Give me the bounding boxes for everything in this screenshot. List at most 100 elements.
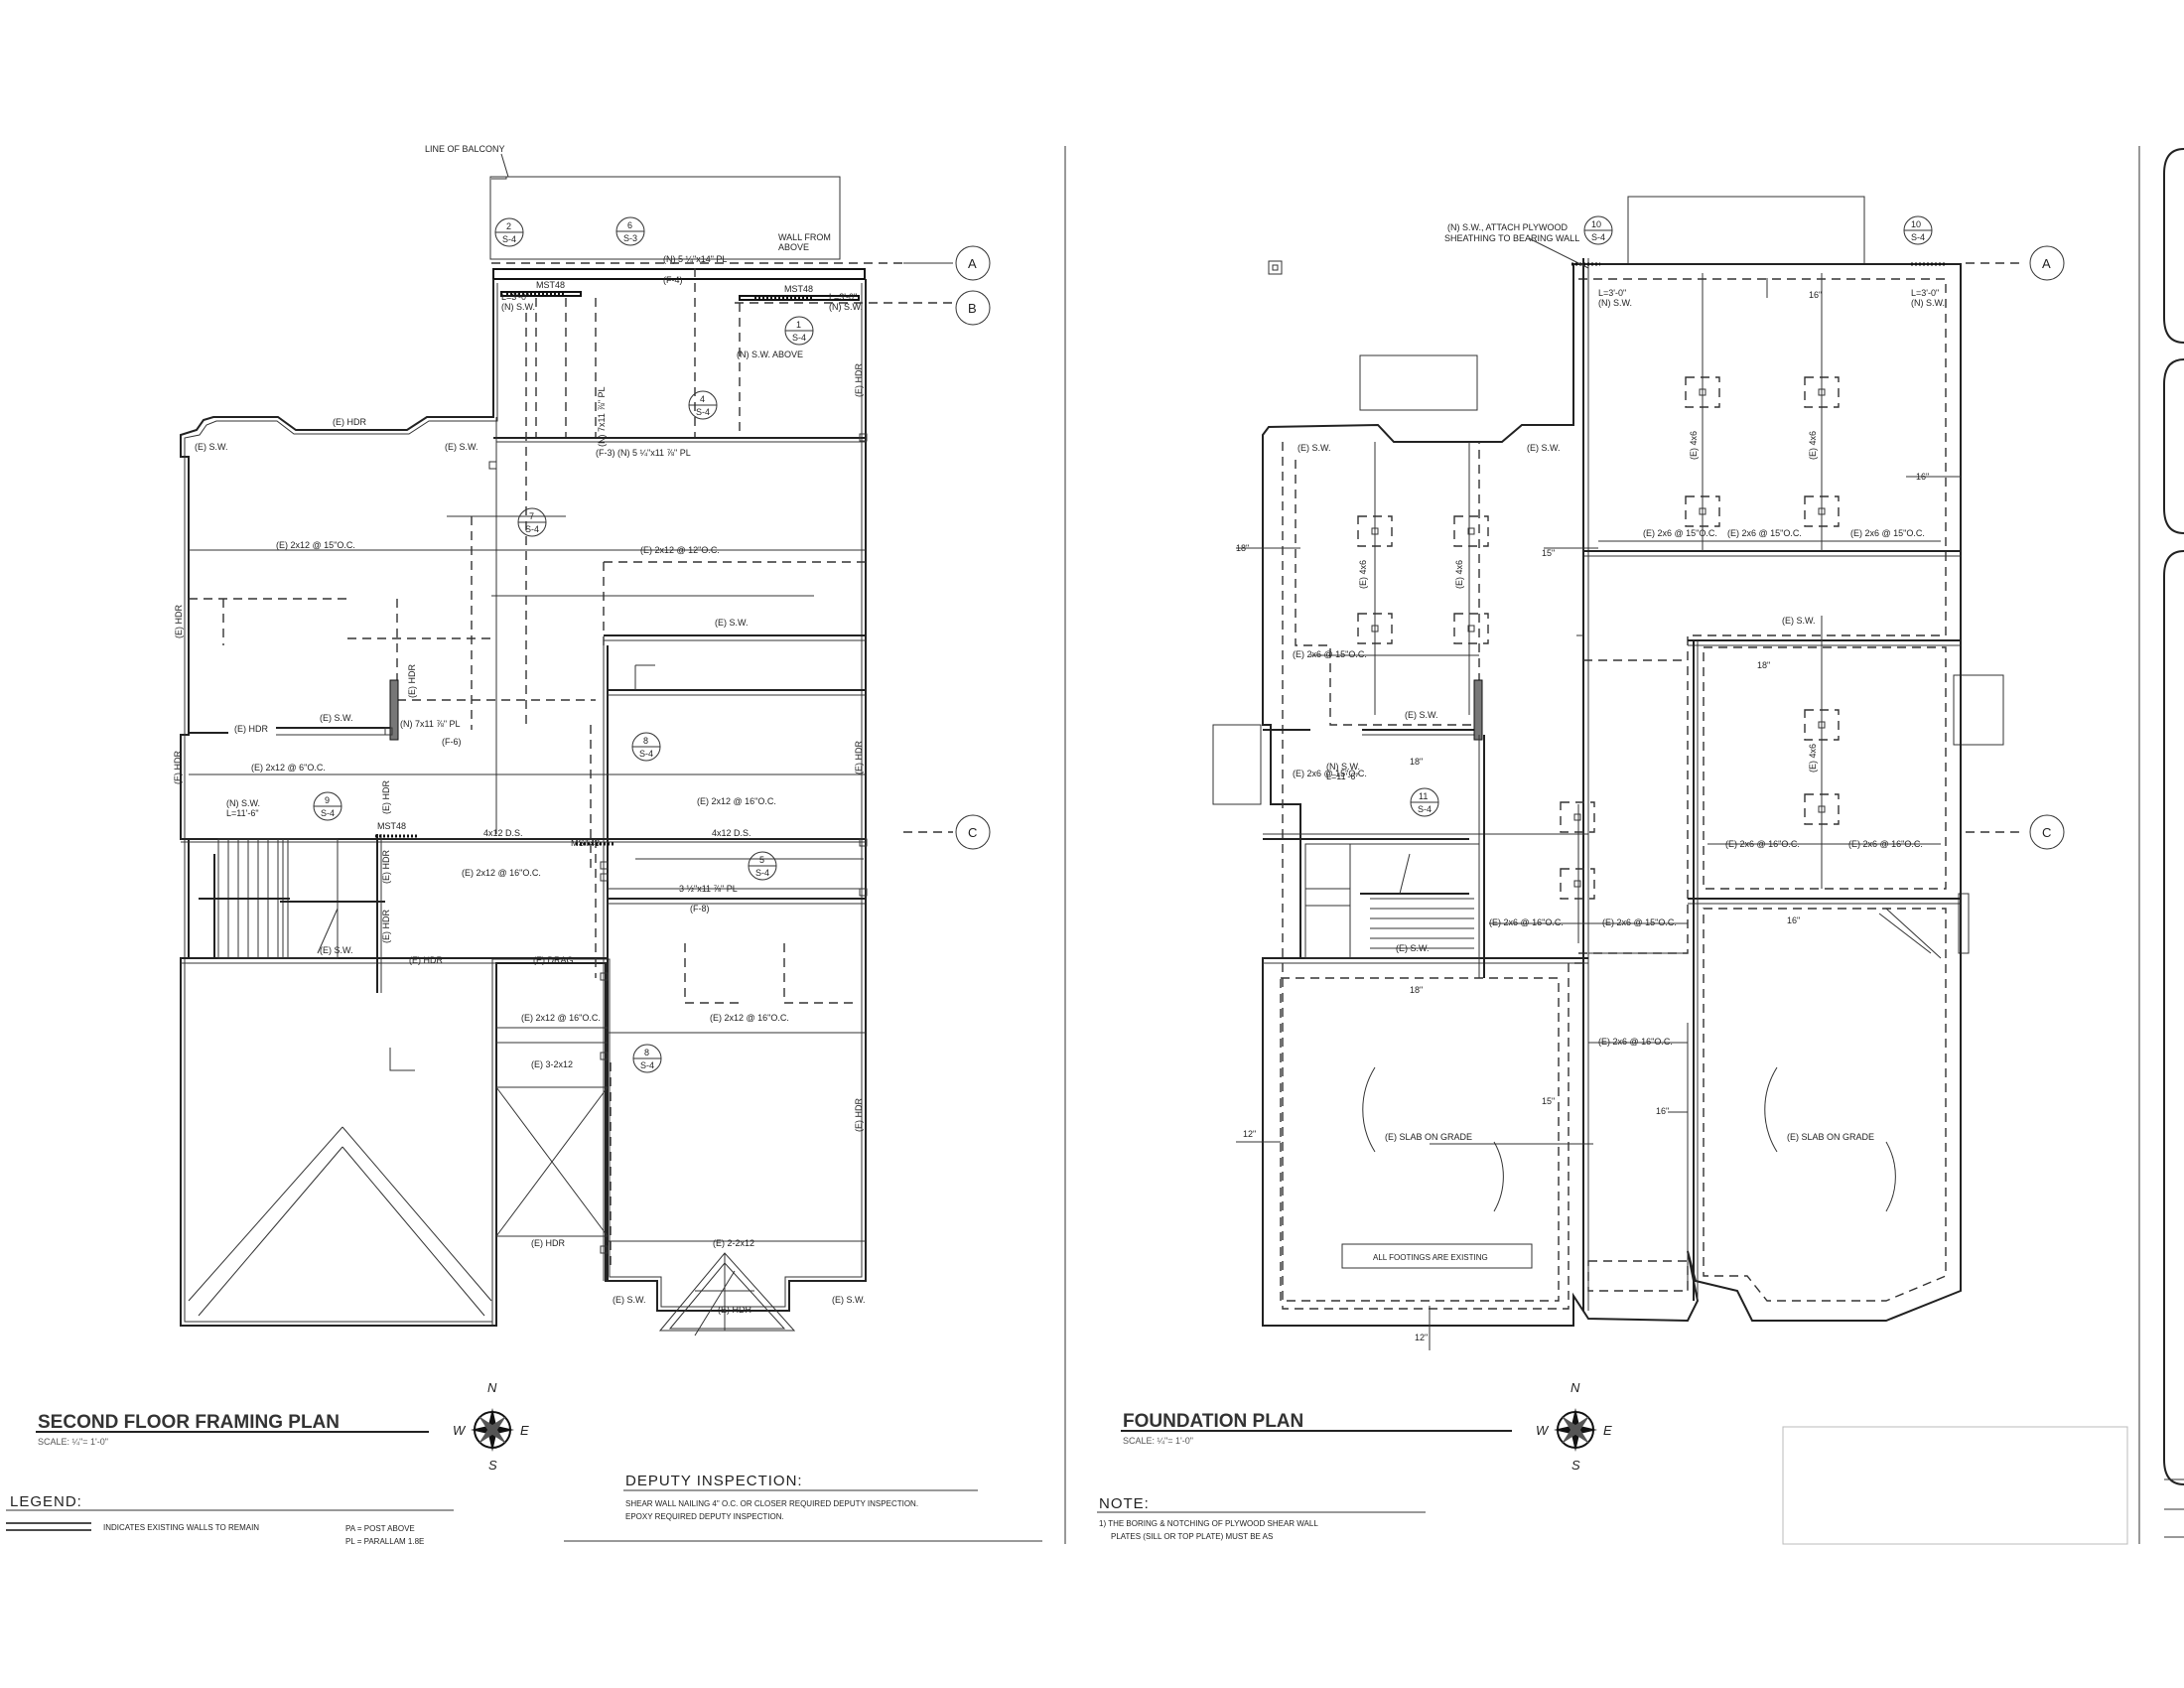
detail-callout[interactable]: 7S-4 (517, 507, 547, 537)
svg-text:(E) 3-2x12: (E) 3-2x12 (531, 1059, 573, 1069)
svg-text:S: S (1571, 1458, 1580, 1473)
compass-west: W (453, 1423, 467, 1438)
svg-text:(N) S.W.: (N) S.W. (1598, 298, 1632, 308)
svg-text:(E) S.W.: (E) S.W. (195, 442, 228, 452)
svg-text:(N) S.W., ATTACH PLYWOOD: (N) S.W., ATTACH PLYWOOD (1447, 222, 1569, 232)
second-floor-title: SECOND FLOOR FRAMING PLAN (38, 1412, 340, 1433)
title-block-panel (2163, 550, 2184, 1485)
exterior-wall (492, 268, 866, 280)
svg-text:(F-6): (F-6) (442, 737, 462, 747)
detail-callout[interactable]: 4S-4 (688, 390, 718, 420)
left-title-block: SECOND FLOOR FRAMING PLAN SCALE: ¼"= 1'-… (36, 1412, 429, 1447)
foundation-plan: ALL FOOTINGS ARE EXISTING 10S-4 10S-4 11… (1212, 196, 2004, 1350)
svg-text:8: 8 (643, 736, 648, 746)
new-shear-wall (389, 679, 399, 741)
svg-text:MST48: MST48 (784, 284, 813, 294)
svg-text:15": 15" (1542, 1096, 1555, 1106)
detail-callout[interactable]: 9S-4 (313, 791, 342, 821)
detail-callout[interactable]: 10S-4 (1583, 215, 1613, 245)
detail-callout[interactable]: 8S-4 (631, 732, 661, 762)
deputy-line-1: SHEAR WALL NAILING 4" O.C. OR CLOSER REQ… (625, 1499, 918, 1508)
svg-text:(E) S.W.: (E) S.W. (320, 713, 353, 723)
grid-bubble-b[interactable]: B (955, 290, 991, 326)
north-arrow-right: N S E W (1536, 1380, 1612, 1473)
svg-text:W: W (1536, 1423, 1550, 1438)
svg-text:(N) S.W.: (N) S.W. (1911, 298, 1945, 308)
detail-callout[interactable]: 8S-4 (632, 1044, 662, 1073)
detail-callout[interactable]: 6S-3 (615, 216, 645, 246)
svg-text:4: 4 (700, 394, 705, 404)
svg-text:S-4: S-4 (755, 868, 769, 878)
balcony-outline (489, 176, 841, 260)
svg-text:S-3: S-3 (623, 233, 637, 243)
joist-label: (E) 2x12 @ 16"O.C. (710, 1013, 789, 1023)
svg-text:18": 18" (1757, 660, 1770, 670)
legend-parallam: PL = PARALLAM 1.8E (345, 1537, 424, 1546)
svg-text:(E) HDR: (E) HDR (718, 1305, 751, 1315)
foundation-scale: SCALE: ¼"= 1'-0" (1123, 1436, 1193, 1446)
svg-text:(N) S.W.: (N) S.W. (226, 798, 260, 808)
north-arrow-left: N S E W (453, 1380, 529, 1473)
deputy-inspection: DEPUTY INSPECTION: SHEAR WALL NAILING 4"… (564, 1473, 1042, 1542)
grid-bubble-c[interactable]: C (955, 814, 991, 850)
joist-label: (E) 2x6 @ 16"O.C. (1489, 917, 1564, 927)
svg-text:MST48: MST48 (536, 280, 565, 290)
joist-label: (E) 2x12 @ 6"O.C. (251, 763, 326, 773)
svg-text:(E) HDR: (E) HDR (531, 1238, 565, 1248)
slab-arc (1362, 1066, 1376, 1153)
detail-callout[interactable]: 5S-4 (748, 851, 777, 881)
svg-text:16": 16" (1809, 290, 1822, 300)
porch-outline (1627, 196, 1865, 265)
svg-text:1: 1 (796, 320, 801, 330)
svg-text:(E) S.W.: (E) S.W. (1405, 710, 1438, 720)
svg-text:S-4: S-4 (1418, 804, 1432, 814)
note-line-1: 1) THE BORING & NOTCHING OF PLYWOOD SHEA… (1099, 1519, 1318, 1528)
legend-existing-walls: INDICATES EXISTING WALLS TO REMAIN (103, 1523, 259, 1532)
note-line-2: PLATES (SILL OR TOP PLATE) MUST BE AS (1111, 1532, 1273, 1541)
footing-pad (1685, 495, 1720, 527)
svg-text:8: 8 (644, 1048, 649, 1057)
svg-text:L=3'-0": L=3'-0" (1598, 288, 1626, 298)
svg-text:18": 18" (1410, 985, 1423, 995)
svg-text:S-4: S-4 (696, 407, 710, 417)
detail-callout[interactable]: 1S-4 (784, 316, 814, 346)
svg-text:5: 5 (759, 855, 764, 865)
footing-pad (1357, 515, 1393, 547)
beam-label: 3 ½"x11 ⅞" PL (679, 884, 738, 894)
svg-text:7: 7 (529, 511, 534, 521)
svg-text:MST48: MST48 (571, 838, 600, 848)
svg-text:B: B (968, 301, 977, 316)
footing-pad (1560, 801, 1595, 833)
joist-label: (E) 2x6 @ 16"O.C. (1725, 839, 1800, 849)
svg-text:6: 6 (627, 220, 632, 230)
beam-label: (N) 7x11 ⅞" PL (400, 719, 461, 729)
svg-text:S-4: S-4 (1591, 232, 1605, 242)
deputy-line-2: EPOXY REQUIRED DEPUTY INSPECTION. (625, 1512, 784, 1521)
svg-text:(E) 4x6: (E) 4x6 (1689, 431, 1699, 460)
svg-text:16": 16" (1787, 915, 1800, 925)
joist-label: (E) 2x12 @ 16"O.C. (697, 796, 776, 806)
grid-bubble-a-right[interactable]: A (2029, 245, 2065, 281)
svg-text:(E) 2-2x12: (E) 2-2x12 (713, 1238, 754, 1248)
grid-bubble-a[interactable]: A (955, 245, 991, 281)
grid-bubble-c-right[interactable]: C (2029, 814, 2065, 850)
detail-callout[interactable]: 2S-4 (494, 217, 524, 247)
right-title-block: FOUNDATION PLAN SCALE: ¼"= 1'-0" (1121, 1411, 1512, 1446)
footing-note-box (1341, 1243, 1533, 1269)
joist-label: (E) 2x6 @ 15"O.C. (1293, 649, 1367, 659)
footing-note: ALL FOOTINGS ARE EXISTING (1373, 1253, 1488, 1262)
detail-callout[interactable]: 11S-4 (1410, 787, 1439, 817)
note-title: NOTE: (1099, 1495, 1150, 1512)
joist-label: (E) 2x6 @ 16"O.C. (1848, 839, 1923, 849)
svg-text:4x12 D.S.: 4x12 D.S. (712, 828, 751, 838)
svg-text:N: N (1570, 1380, 1580, 1395)
compass-south: S (488, 1458, 497, 1473)
joist-label: (E) 2x6 @ 15"O.C. (1850, 528, 1925, 538)
stair (1304, 843, 1480, 959)
detail-callout[interactable]: 10S-4 (1903, 215, 1933, 245)
joist-label: (E) 2x6 @ 15"O.C. (1643, 528, 1717, 538)
svg-text:(E) 4x6: (E) 4x6 (1808, 744, 1818, 773)
svg-text:(E) HDR: (E) HDR (407, 664, 417, 698)
second-floor-scale: SCALE: ¼"= 1'-0" (38, 1437, 108, 1447)
svg-text:(E) HDR: (E) HDR (173, 751, 183, 784)
